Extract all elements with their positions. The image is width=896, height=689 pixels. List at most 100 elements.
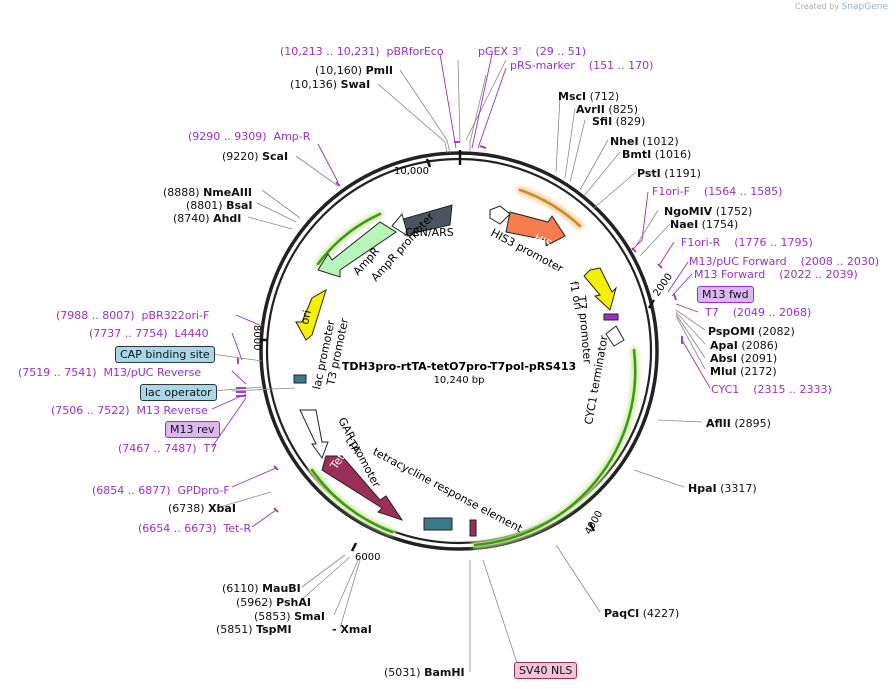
- site-bamhi[interactable]: (5031) BamHI: [384, 666, 465, 679]
- feature-his3[interactable]: [505, 211, 566, 247]
- site-tspmi[interactable]: (5851) TspMI: [216, 623, 292, 636]
- site-smai[interactable]: (5853) SmaI: [254, 610, 325, 623]
- site-paqci[interactable]: PaqCI (4227): [604, 607, 679, 620]
- tick-10000: [425, 158, 432, 168]
- site-name: - XmaI: [332, 623, 372, 636]
- site-position: (825): [604, 103, 638, 116]
- site-maubi[interactable]: (6110) MauBI: [222, 582, 301, 595]
- feature-lac[interactable]: [293, 374, 307, 384]
- tick-4000: [588, 522, 596, 532]
- primer-gpdpro[interactable]: (6854 .. 6877) GPDpro-F: [92, 484, 230, 497]
- primer-m13rev[interactable]: (7506 .. 7522) M13 Reverse: [51, 404, 208, 417]
- site-position: (6110): [222, 582, 263, 595]
- snapgene-credit: Created by SnapGene: [795, 2, 888, 12]
- site-sfii[interactable]: SfiI (829): [592, 115, 645, 128]
- site-psti[interactable]: PstI (1191): [637, 167, 701, 180]
- site-aflii[interactable]: AflII (2895): [706, 417, 771, 430]
- primer-pbrforeco[interactable]: (10,213 .. 10,231) pBRforEco: [280, 45, 444, 58]
- site-swai[interactable]: (10,136) SwaI: [290, 78, 370, 91]
- site-position: (1012): [638, 135, 679, 148]
- site-position: (1016): [651, 148, 692, 161]
- site-name: TspMI: [256, 623, 292, 636]
- feature-f1ori[interactable]: [583, 267, 617, 311]
- site-nmeaiii[interactable]: (8888) NmeAIII: [163, 186, 252, 199]
- box-label-m13rev[interactable]: M13 rev: [165, 421, 220, 438]
- site-name: HpaI: [688, 482, 717, 495]
- site-position: (6738): [168, 502, 209, 515]
- site-name: BamHI: [424, 666, 465, 679]
- box-label-sv40[interactable]: SV40 NLS: [514, 662, 578, 679]
- site-xmai[interactable]: - XmaI: [332, 623, 372, 636]
- site-name: PspOMI: [708, 325, 755, 338]
- feature-cenars-promoter[interactable]: [391, 212, 409, 238]
- feature-ampr[interactable]: [317, 221, 397, 278]
- site-scai[interactable]: (9220) ScaI: [222, 150, 288, 163]
- primer-f1orir[interactable]: F1ori-R (1776 .. 1795): [681, 236, 813, 249]
- site-name: MscI: [558, 90, 587, 103]
- site-bsai[interactable]: (8801) BsaI: [186, 199, 253, 212]
- site-hpai[interactable]: HpaI (3317): [688, 482, 757, 495]
- tick-label-10000: 10,000: [394, 166, 429, 177]
- site-name: NaeI: [670, 218, 699, 231]
- site-msci[interactable]: MscI (712): [558, 90, 619, 103]
- site-bmti[interactable]: BmtI (1016): [622, 148, 691, 161]
- site-position: (5962): [236, 596, 277, 609]
- feature-t7-promoter-arrow[interactable]: [605, 325, 625, 347]
- primer-pbr322[interactable]: (7988 .. 8007) pBR322ori-F: [56, 309, 210, 322]
- site-naei[interactable]: NaeI (1754): [670, 218, 738, 231]
- site-position: (2086): [737, 339, 778, 352]
- primer-t7b[interactable]: (7467 .. 7487) T7: [118, 442, 218, 455]
- label-cenars: CEN/ARS: [405, 226, 454, 239]
- site-name: PshAI: [276, 596, 311, 609]
- primer-t7[interactable]: T7 (2049 .. 2068): [705, 306, 812, 319]
- site-pspomi[interactable]: PspOMI (2082): [708, 325, 795, 338]
- site-absi[interactable]: AbsI (2091): [710, 352, 777, 365]
- tick-label-2000: 2000: [651, 272, 675, 299]
- primer-prsmarker[interactable]: pRS-marker (151 .. 170): [510, 59, 654, 72]
- orf-tta: [310, 468, 394, 534]
- ticks: [260, 150, 656, 552]
- plasmid-length: 10,240 bp: [434, 375, 485, 386]
- tick-label-8000: 8000: [251, 325, 262, 350]
- primer-f1orif[interactable]: F1ori-F (1564 .. 1585): [652, 185, 783, 198]
- box-label-cap[interactable]: CAP binding site: [115, 346, 215, 363]
- primer-ampr[interactable]: (9290 .. 9309) Amp-R: [188, 130, 311, 143]
- site-position: (10,160): [315, 64, 366, 77]
- box-label-m13fwd[interactable]: M13 fwd: [697, 286, 754, 303]
- site-name: SfiI: [592, 115, 613, 128]
- feature-ori[interactable]: [295, 288, 327, 341]
- site-position: (3317): [716, 482, 757, 495]
- site-ngomiv[interactable]: NgoMIV (1752): [664, 205, 752, 218]
- box-label-lacop[interactable]: lac operator: [140, 384, 217, 401]
- site-pshai[interactable]: (5962) PshAI: [236, 596, 311, 609]
- site-pmli[interactable]: (10,160) PmlI: [315, 64, 393, 77]
- site-nhei[interactable]: NheI (1012): [610, 135, 679, 148]
- tick-2000: [647, 299, 656, 309]
- feature-his3-promoter[interactable]: [489, 205, 511, 225]
- site-apai[interactable]: ApaI (2086): [710, 339, 778, 352]
- feature-tre[interactable]: [423, 517, 453, 531]
- primer-m13fwd[interactable]: M13 Forward (2022 .. 2039): [694, 268, 858, 281]
- leader-lines: [211, 59, 706, 673]
- site-xbai[interactable]: (6738) XbaI: [168, 502, 236, 515]
- feature-sv40-block[interactable]: [469, 519, 477, 537]
- primer-m13pucrev[interactable]: (7519 .. 7541) M13/pUC Reverse: [18, 366, 202, 379]
- feature-gap-promoter[interactable]: [299, 409, 329, 460]
- site-name: ScaI: [262, 150, 289, 163]
- site-name: MauBI: [262, 582, 301, 595]
- primer-cyc1[interactable]: CYC1 (2315 .. 2333): [711, 383, 832, 396]
- site-ahdi[interactable]: (8740) AhdI: [173, 212, 241, 225]
- tick-6000: [350, 542, 358, 552]
- feature-m13-block[interactable]: [603, 313, 619, 321]
- site-avrii[interactable]: AvrII (825): [576, 103, 638, 116]
- site-name: SwaI: [340, 78, 371, 91]
- feature-tetr[interactable]: [321, 455, 404, 521]
- site-name: NmeAIII: [203, 186, 252, 199]
- site-position: (9220): [222, 150, 263, 163]
- primer-pgex3[interactable]: pGEX 3' (29 .. 51): [478, 45, 587, 58]
- primer-tetr[interactable]: (6654 .. 6673) Tet-R: [138, 522, 252, 535]
- site-mlui[interactable]: MluI (2172): [710, 365, 777, 378]
- primer-l4440[interactable]: (7737 .. 7754) L4440: [89, 327, 209, 340]
- primer-m13pucfwd[interactable]: M13/pUC Forward (2008 .. 2030): [689, 255, 880, 268]
